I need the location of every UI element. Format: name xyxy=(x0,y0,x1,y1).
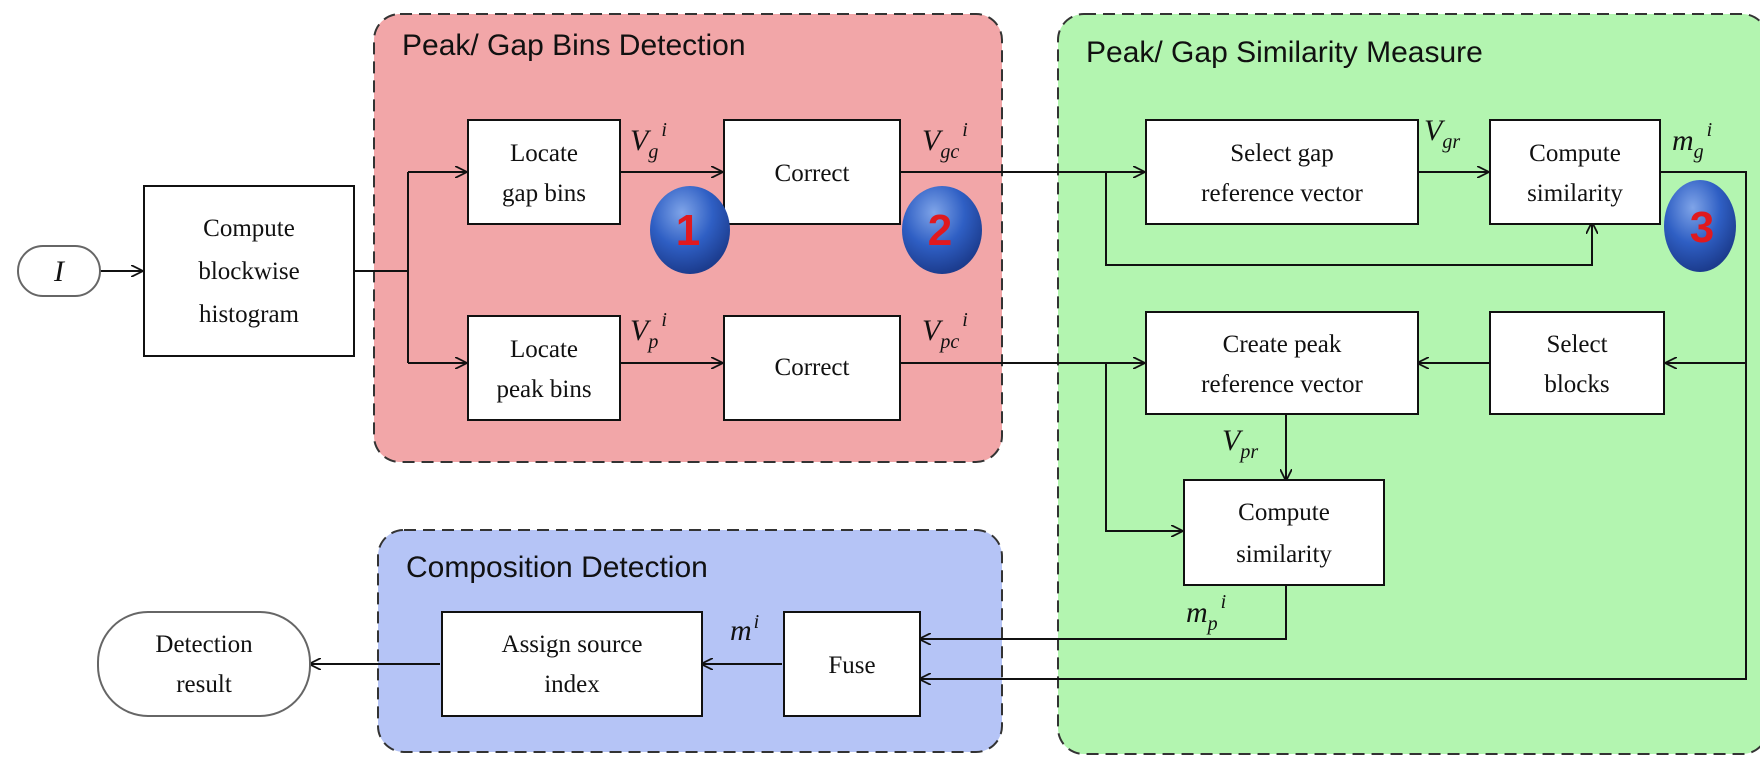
locate-peak-bins-box: Locate peak bins xyxy=(467,315,621,421)
fuse-box: Fuse xyxy=(783,611,921,717)
badge-3-label: 3 xyxy=(1690,203,1714,252)
select-blocks-line-1: Select xyxy=(1546,331,1607,358)
correct-gap-label: Correct xyxy=(775,160,850,187)
correct-peak-label: Correct xyxy=(775,354,850,381)
label-vpc: Vpci xyxy=(922,309,968,353)
region-title-peak-gap-bins: Peak/ Gap Bins Detection xyxy=(402,29,746,62)
select-gap-reference-line-2: reference vector xyxy=(1201,180,1363,207)
badge-1: 1 xyxy=(650,186,730,274)
assign-source-index-line-1: Assign source xyxy=(502,631,643,658)
blockwise-histogram-line-2: blockwise xyxy=(198,258,299,285)
detection-result-node: Detection result xyxy=(97,611,311,717)
locate-gap-bins-line-1: Locate xyxy=(510,140,578,167)
compute-similarity-gap-line-2: similarity xyxy=(1527,180,1623,207)
create-peak-reference-box: Create peak reference vector xyxy=(1145,311,1419,415)
blockwise-histogram-box: Compute blockwise histogram xyxy=(143,185,355,357)
region-title-similarity-measure: Peak/ Gap Similarity Measure xyxy=(1086,36,1483,69)
select-blocks-line-2: blocks xyxy=(1544,371,1609,398)
badge-2-label: 2 xyxy=(928,206,952,255)
compute-similarity-gap-line-1: Compute xyxy=(1529,140,1621,167)
select-gap-reference-line-1: Select gap xyxy=(1230,140,1333,167)
detection-result-line-1: Detection xyxy=(155,631,253,658)
fuse-label: Fuse xyxy=(828,652,875,679)
select-gap-reference-box: Select gap reference vector xyxy=(1145,119,1419,225)
label-vg: Vgi xyxy=(630,119,667,163)
compute-similarity-peak-line-1: Compute xyxy=(1238,499,1330,526)
detection-result-line-2: result xyxy=(176,671,232,698)
label-mp: mpi xyxy=(1186,591,1226,635)
compute-similarity-gap-box: Compute similarity xyxy=(1489,119,1661,225)
label-vgr: Vgr xyxy=(1424,114,1460,153)
locate-peak-bins-line-2: peak bins xyxy=(496,376,591,403)
label-vpr: Vpr xyxy=(1222,424,1258,463)
label-vgc: Vgci xyxy=(922,119,968,163)
correct-peak-box: Correct xyxy=(723,315,901,421)
input-label: I xyxy=(53,255,66,288)
compute-similarity-peak-line-2: similarity xyxy=(1236,541,1332,568)
select-blocks-box: Select blocks xyxy=(1489,311,1665,415)
create-peak-reference-line-1: Create peak xyxy=(1223,331,1342,358)
assign-source-index-box: Assign source index xyxy=(441,611,703,717)
locate-gap-bins-box: Locate gap bins xyxy=(467,119,621,225)
assign-source-index-line-2: index xyxy=(544,671,600,698)
create-peak-reference-line-2: reference vector xyxy=(1201,371,1363,398)
badge-3: 3 xyxy=(1664,180,1736,272)
input-node: I xyxy=(17,245,101,297)
locate-peak-bins-line-1: Locate xyxy=(510,336,578,363)
blockwise-histogram-line-1: Compute xyxy=(203,215,295,242)
blockwise-histogram-line-3: histogram xyxy=(199,301,300,328)
label-vp: Vpi xyxy=(630,309,667,353)
compute-similarity-peak-box: Compute similarity xyxy=(1183,479,1385,586)
region-title-composition-detection: Composition Detection xyxy=(406,551,708,584)
locate-gap-bins-line-2: gap bins xyxy=(502,180,586,207)
connectors xyxy=(100,172,1747,679)
label-mg: mgi xyxy=(1672,119,1712,163)
badge-2: 2 xyxy=(902,186,982,274)
badge-1-label: 1 xyxy=(676,206,700,255)
correct-gap-box: Correct xyxy=(723,119,901,225)
